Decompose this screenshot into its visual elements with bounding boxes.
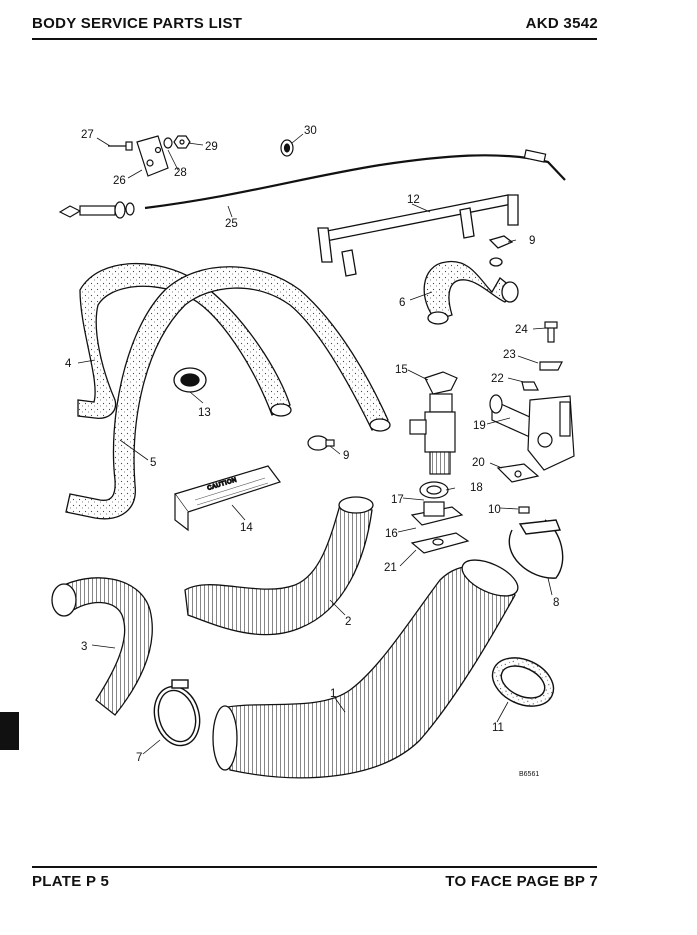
callout-1: 1 bbox=[330, 688, 336, 700]
callout-25: 25 bbox=[225, 218, 238, 230]
grommet-13 bbox=[173, 367, 207, 393]
strap-8 bbox=[508, 519, 564, 579]
leader-lines bbox=[77, 133, 553, 755]
callout-6: 6 bbox=[399, 297, 405, 309]
callout-12: 12 bbox=[407, 194, 420, 206]
callout-13: 13 bbox=[198, 407, 211, 419]
callout-3: 3 bbox=[81, 641, 87, 653]
control-cable-25 bbox=[58, 149, 566, 219]
callout-16: 16 bbox=[385, 528, 398, 540]
plate-number: PLATE P 5 bbox=[32, 873, 110, 890]
callout-24: 24 bbox=[515, 324, 528, 336]
flex-duct-3 bbox=[51, 577, 153, 716]
callout-11: 11 bbox=[492, 722, 504, 734]
callout-8: 8 bbox=[553, 597, 559, 609]
hose-clip-7 bbox=[153, 679, 201, 747]
callout-27: 27 bbox=[81, 129, 94, 141]
caution-plate-14: CAUTION bbox=[174, 465, 281, 532]
hose-elbow-6 bbox=[423, 235, 519, 325]
callout-7: 7 bbox=[136, 752, 142, 764]
hose-5 bbox=[65, 266, 391, 520]
callout-9a: 9 bbox=[529, 235, 535, 247]
callout-17: 17 bbox=[391, 494, 404, 506]
callout-28: 28 bbox=[174, 167, 187, 179]
callout-20: 20 bbox=[472, 457, 485, 469]
header-rule bbox=[32, 38, 597, 40]
callout-19: 19 bbox=[473, 420, 486, 432]
drawing-reference: B6561 bbox=[519, 771, 539, 778]
callout-23: 23 bbox=[503, 349, 516, 361]
callout-labels: 1 2 3 4 5 6 7 8 9 9 10 11 12 13 14 15 16… bbox=[65, 125, 559, 778]
flex-duct-2 bbox=[184, 496, 374, 636]
callout-5: 5 bbox=[150, 457, 156, 469]
facing-page: TO FACE PAGE BP 7 bbox=[445, 873, 598, 890]
callout-10: 10 bbox=[488, 504, 501, 516]
grommet-30 bbox=[280, 139, 294, 157]
flex-duct-1 bbox=[212, 559, 519, 779]
callout-30: 30 bbox=[304, 125, 317, 137]
callout-26: 26 bbox=[113, 175, 126, 187]
footer-rule bbox=[32, 866, 597, 868]
heater-pipe-12 bbox=[317, 194, 519, 277]
callout-2: 2 bbox=[345, 616, 351, 628]
callout-14: 14 bbox=[240, 522, 253, 534]
callout-22: 22 bbox=[491, 373, 504, 385]
callout-9b: 9 bbox=[343, 450, 349, 462]
heater-tap-19 bbox=[489, 321, 575, 514]
callout-29: 29 bbox=[205, 141, 218, 153]
page-edge-tab bbox=[0, 712, 19, 750]
callout-21: 21 bbox=[384, 562, 397, 574]
callout-18: 18 bbox=[470, 482, 483, 494]
callout-4: 4 bbox=[65, 358, 72, 370]
rubber-ring-11 bbox=[491, 657, 555, 707]
bracket-assembly bbox=[108, 135, 191, 177]
heater-valve-15 bbox=[409, 371, 470, 554]
page-title: BODY SERVICE PARTS LIST bbox=[32, 15, 243, 32]
document-code: AKD 3542 bbox=[525, 15, 598, 32]
callout-15: 15 bbox=[395, 364, 408, 376]
hose-clip-9 bbox=[307, 435, 335, 451]
